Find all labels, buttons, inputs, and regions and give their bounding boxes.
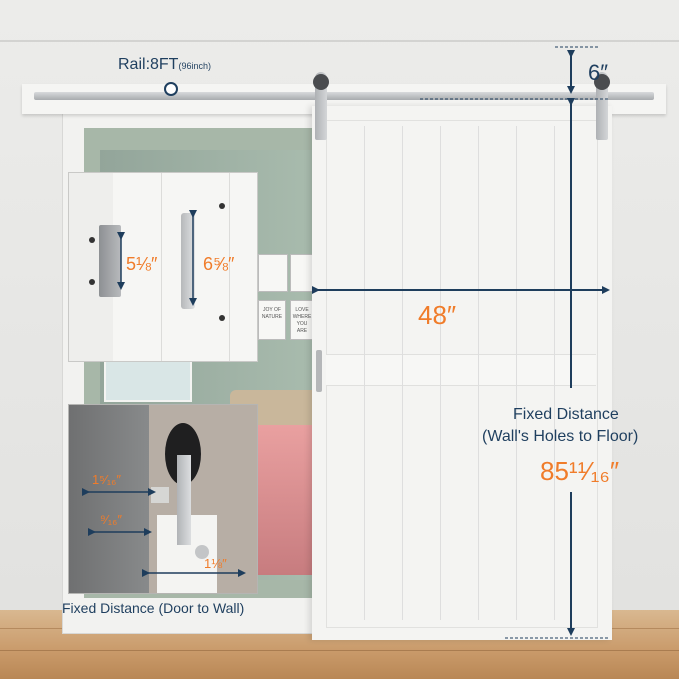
screw-icon [89,279,95,285]
door-middle-rail [326,354,596,386]
inset-floor-guide [195,545,209,559]
ceiling-line [0,40,679,42]
handle-detail-inset [68,172,258,362]
flush-pull-plate [99,225,121,297]
height-arrow [420,98,610,639]
barn-door [312,106,612,640]
wall-floor-caption-2: (Wall's Holes to Floor) [482,428,639,445]
door-wall-caption: Fixed Distance (Door to Wall) [62,600,245,616]
door-plank-line [402,126,403,620]
rail-length-sub: (96inch) [178,61,211,71]
sliding-rail [34,92,654,100]
screw-icon [89,237,95,243]
door-plank-line [478,126,479,620]
door-plank-line [440,126,441,620]
guide-gap-label: 1⅛″ [204,556,227,571]
wall-floor-caption-1: Fixed Distance [513,406,619,423]
top-gap-arrow [555,46,600,94]
rail-hole-marker-icon [164,82,178,96]
roller-wheel-right [594,74,610,90]
inset-plank-line [229,173,230,361]
handle-length-label: 6⅝″ [203,254,235,274]
poster [258,254,288,292]
door-plank-line [554,126,555,620]
floor-plank-line [0,650,679,651]
hardware-detail-inset [68,404,258,594]
height-label: 85¹¹⁄₁₆″ [540,456,620,486]
rail-length: Rail:8FT [118,56,179,73]
poster: JOY OF NATURE [258,300,286,340]
door-plank-line [364,126,365,620]
door-pull-handle [316,350,322,392]
screw-icon [219,315,225,321]
width-label: 48″ [418,300,457,330]
inset-roller-strap [177,455,191,545]
inset-plank-line [161,173,162,361]
top-gap-label: 6″ [588,60,609,85]
plate-offset-label: ⁹⁄₁₆″ [100,512,122,527]
screw-icon [219,203,225,209]
wheel-offset-label: 1⁵⁄₁₆″ [92,472,122,487]
door-plank-line [516,126,517,620]
handle-hole-label: 5⅛″ [126,254,158,274]
rail-label: Rail:8FT(96inch) [118,56,211,74]
inset-wall [69,405,149,593]
roller-wheel-left [313,74,329,90]
